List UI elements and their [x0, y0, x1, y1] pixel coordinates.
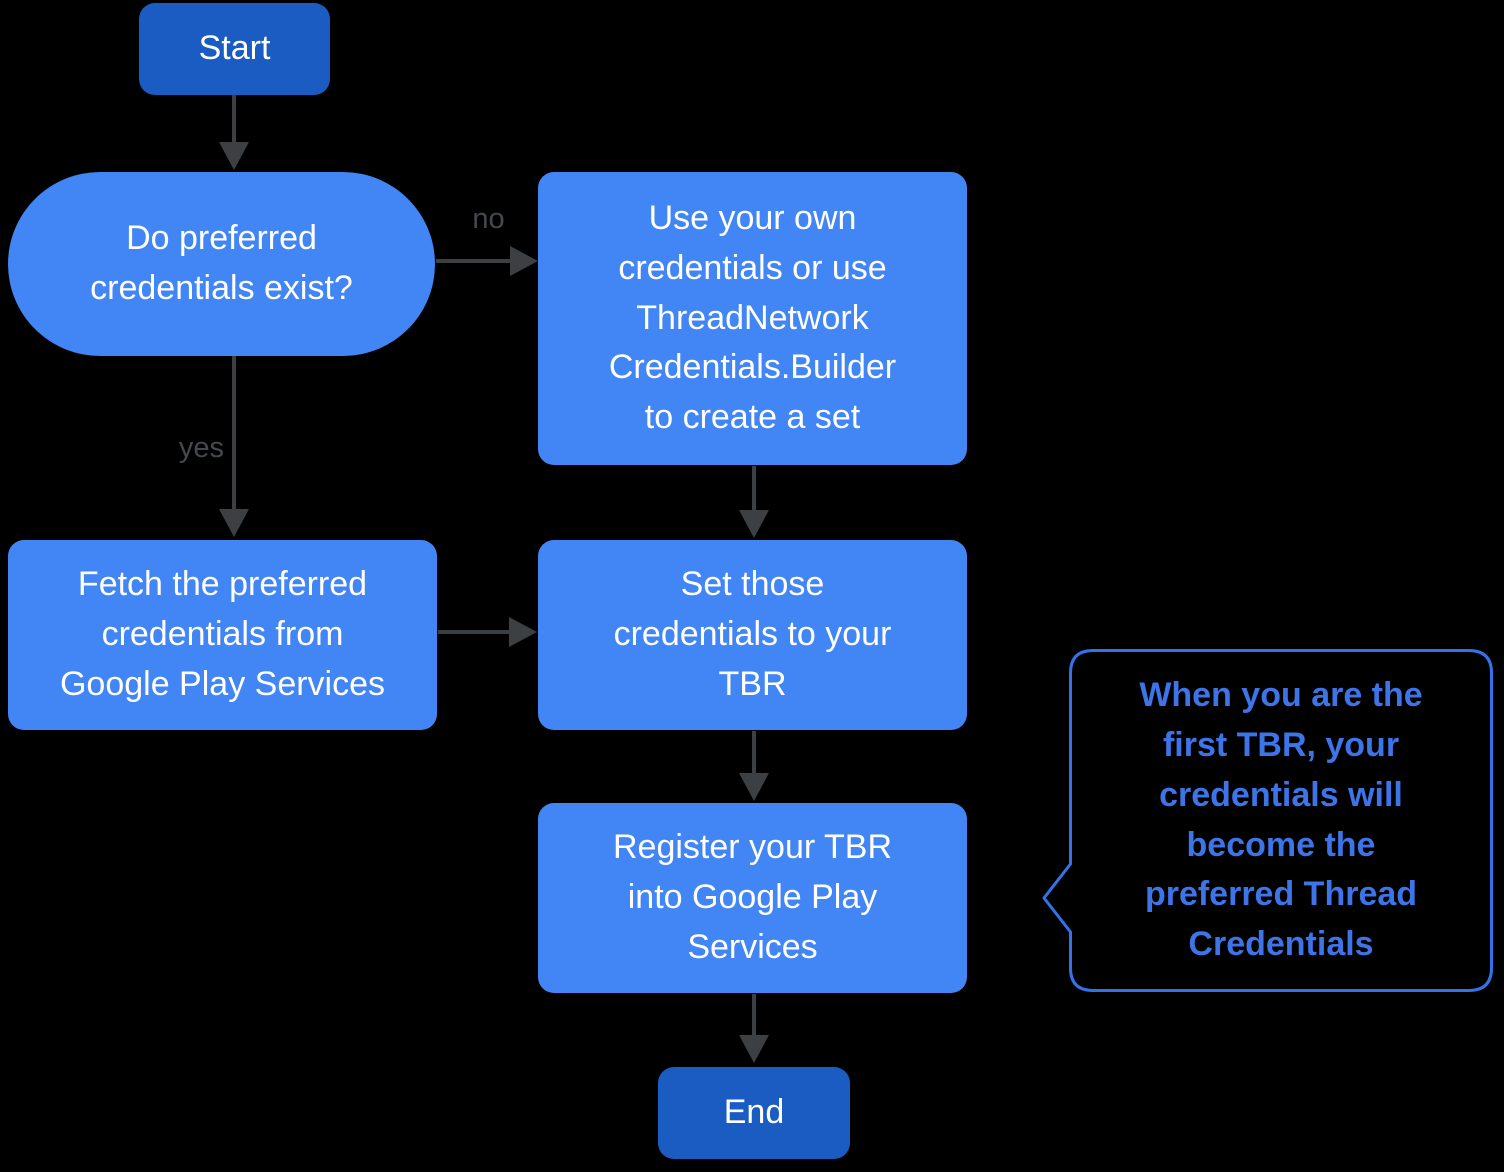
note-callout: When you are the first TBR, your credent… [1069, 649, 1493, 992]
node-set-credentials-tbr-label: Set those credentials to your TBR [613, 565, 892, 703]
arrow-decision-to-use-own [436, 246, 538, 276]
node-register-tbr-label: Register your TBR into Google Play Servi… [612, 828, 893, 966]
node-start: Start [139, 3, 330, 95]
arrow-register-to-end [739, 994, 769, 1063]
node-use-own-credentials: Use your own credentials or use ThreadNe… [538, 172, 967, 465]
node-register-tbr: Register your TBR into Google Play Servi… [538, 803, 967, 993]
arrow-start-to-decision [219, 95, 249, 170]
edge-label-yes: yes [178, 432, 224, 464]
arrow-fetch-to-set [438, 617, 537, 647]
node-start-label: Start [198, 29, 271, 68]
node-use-own-credentials-label: Use your own credentials or use ThreadNe… [608, 198, 897, 437]
arrow-set-to-register [739, 731, 769, 801]
node-fetch-preferred-credentials: Fetch the preferred credentials from Goo… [8, 540, 437, 730]
edge-label-no: no [472, 203, 505, 235]
note-callout-text: When you are the first TBR, your credent… [1139, 675, 1423, 964]
arrow-use-own-to-set [739, 466, 769, 538]
arrow-decision-to-fetch [219, 356, 249, 537]
node-decision-label: Do preferred credentials exist? [90, 219, 353, 307]
note-callout-border [1042, 649, 1493, 992]
node-set-credentials-tbr: Set those credentials to your TBR [538, 540, 967, 730]
node-fetch-preferred-credentials-label: Fetch the preferred credentials from Goo… [59, 565, 386, 703]
node-decision-preferred-credentials: Do preferred credentials exist? [8, 172, 435, 356]
node-end: End [658, 1067, 850, 1159]
node-end-label: End [723, 1093, 785, 1132]
